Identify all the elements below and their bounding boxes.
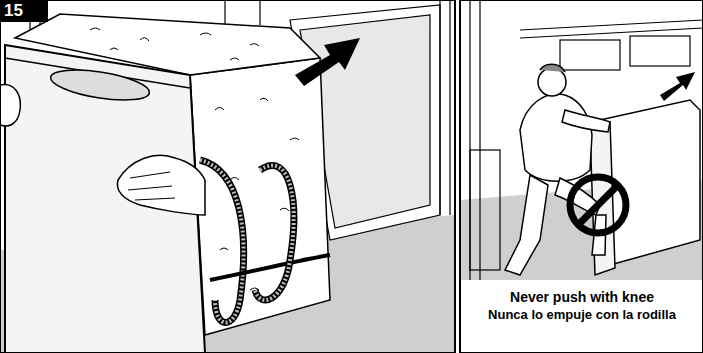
drain-hose-ribs xyxy=(200,160,244,323)
left-hand xyxy=(0,85,20,126)
cabinet-line xyxy=(449,0,450,215)
panel-border xyxy=(0,0,455,353)
cabinet-line xyxy=(479,0,480,280)
control-panel xyxy=(49,64,152,105)
torso xyxy=(520,94,592,181)
arm xyxy=(562,110,610,132)
foam-mark xyxy=(90,28,259,60)
panel-border xyxy=(460,0,703,353)
panel-background xyxy=(0,0,455,353)
direction-arrow xyxy=(660,72,695,101)
hoses xyxy=(200,160,330,323)
cabinets xyxy=(470,0,703,280)
drawer xyxy=(630,36,690,66)
warning-caption-spanish: Nunca lo empuje con la rodilla xyxy=(488,308,676,322)
drain-hose xyxy=(200,160,244,323)
dishwasher-front xyxy=(5,45,205,353)
cabinet-line xyxy=(439,0,440,215)
fingers xyxy=(128,172,175,200)
drawer xyxy=(560,40,620,70)
finger-line xyxy=(135,198,175,200)
person xyxy=(505,64,610,275)
caption-area xyxy=(460,280,703,353)
step-box xyxy=(0,0,48,22)
finger-line xyxy=(130,172,170,178)
fill-hose-ribs xyxy=(255,166,294,300)
head xyxy=(538,68,566,96)
prohibition-ring xyxy=(570,177,626,233)
finger-line xyxy=(128,186,172,190)
back-leg xyxy=(505,175,548,275)
hair xyxy=(540,64,565,72)
fill-hose xyxy=(255,166,294,300)
foam-texture xyxy=(90,28,309,290)
right-hand xyxy=(117,155,205,215)
step-number: 15 xyxy=(4,2,23,21)
dishwasher-side xyxy=(190,58,330,335)
prohibition-slash xyxy=(578,185,618,225)
wire xyxy=(210,255,330,280)
direction-arrow xyxy=(295,38,360,86)
warning-caption: Never push with knee xyxy=(510,290,654,305)
panel-background xyxy=(460,0,703,353)
countertop xyxy=(520,20,703,30)
cabinet-door xyxy=(470,150,500,270)
cabinet-line xyxy=(259,0,260,25)
